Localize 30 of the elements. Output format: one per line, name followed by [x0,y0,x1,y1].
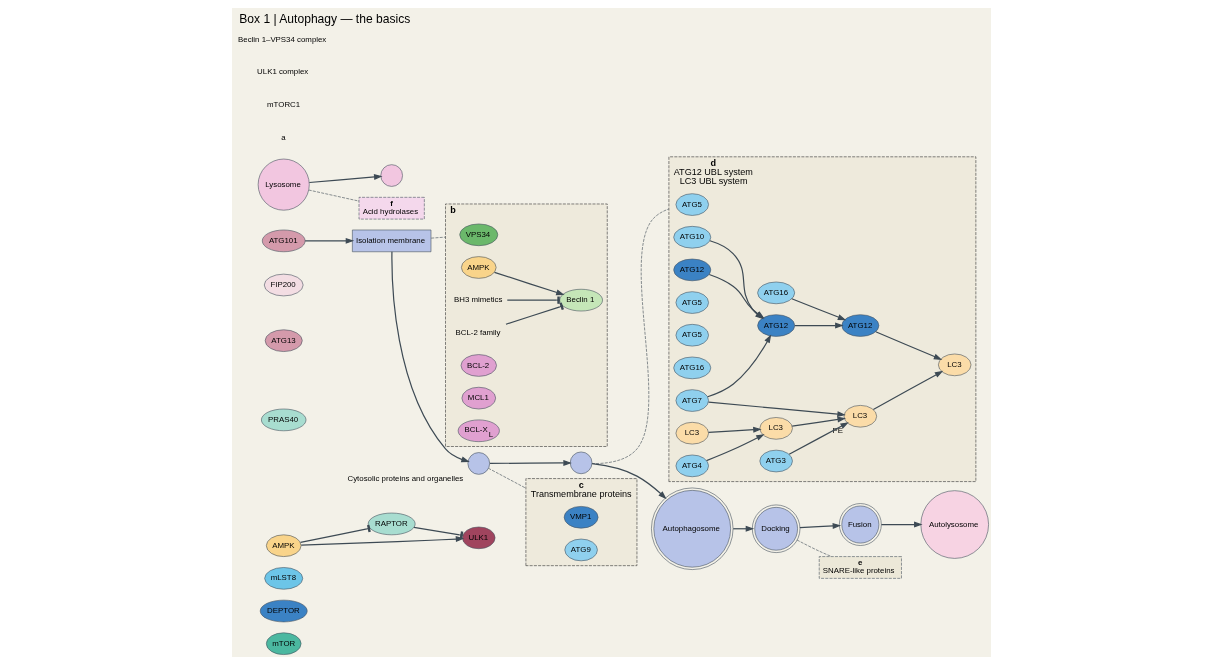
connector [506,296,560,304]
connector [504,302,564,325]
connector [591,208,669,464]
connector [430,236,446,239]
node-circle [569,451,592,475]
arrow [790,298,846,321]
arrow [706,334,771,398]
connector [487,468,526,489]
node-circle [467,452,490,475]
arrow [874,331,942,360]
connector [796,539,832,557]
arrow [707,426,762,433]
connector [308,189,359,202]
diagram-title: Box 1 | Autophagy — the basics [238,11,410,26]
arrow [304,237,354,244]
arrow [793,322,844,329]
arrow [300,536,464,546]
arrow [872,370,943,411]
arrow [488,459,572,466]
arrow [788,422,849,455]
arrow [880,521,923,528]
arrow [308,174,383,184]
node-circle [380,164,403,187]
arrow [493,271,565,296]
arrow [590,463,667,500]
arrow [798,522,841,529]
arrow [707,401,846,418]
arrow [791,416,846,427]
arrow [705,434,765,462]
arrow [390,251,470,463]
